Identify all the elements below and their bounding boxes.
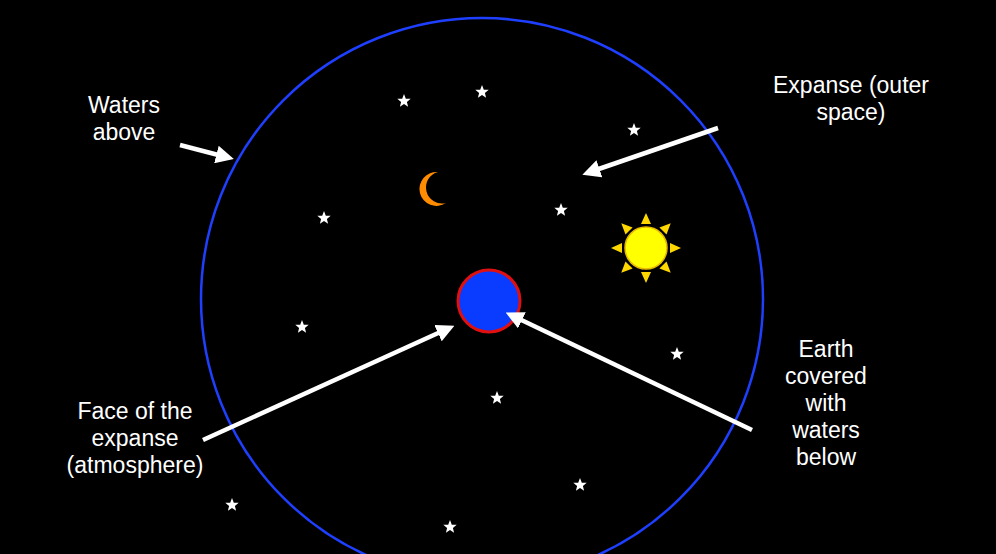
leader-arrows [180, 128, 752, 440]
moon [419, 172, 446, 206]
callout-label: Earth covered with waters below [779, 336, 874, 471]
sun [611, 213, 681, 283]
callout-label: Waters above [74, 92, 174, 146]
stars [225, 85, 683, 533]
callout-label: Expanse (outer space) [764, 72, 939, 126]
earth [458, 270, 520, 332]
waters-above-circle [201, 18, 763, 554]
callout-label: Face of the expanse (atmosphere) [65, 398, 205, 479]
